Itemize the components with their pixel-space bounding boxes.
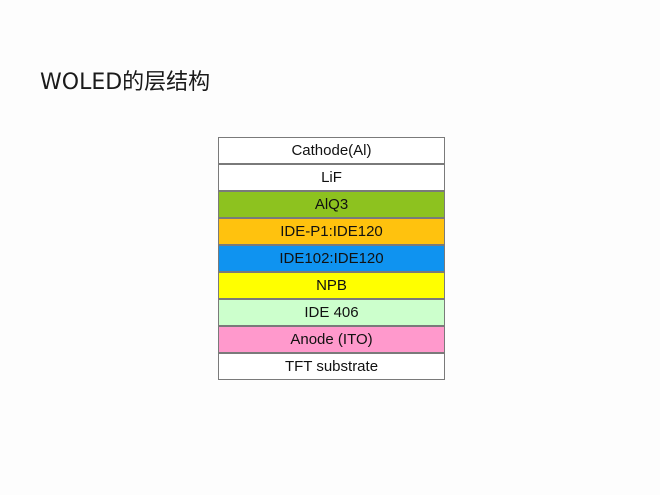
page-title: WOLED的层结构 [40, 70, 211, 95]
layer-stack-diagram: Cathode(Al) LiF AlQ3 IDE-P1:IDE120 IDE10… [218, 137, 445, 380]
layer-ide-p1-ide120: IDE-P1:IDE120 [218, 218, 445, 245]
layer-alq3: AlQ3 [218, 191, 445, 218]
layer-ide102-ide120: IDE102:IDE120 [218, 245, 445, 272]
layer-cathode: Cathode(Al) [218, 137, 445, 164]
layer-ide-406: IDE 406 [218, 299, 445, 326]
layer-anode-ito: Anode (ITO) [218, 326, 445, 353]
layer-lif: LiF [218, 164, 445, 191]
layer-tft-substrate: TFT substrate [218, 353, 445, 380]
layer-npb: NPB [218, 272, 445, 299]
